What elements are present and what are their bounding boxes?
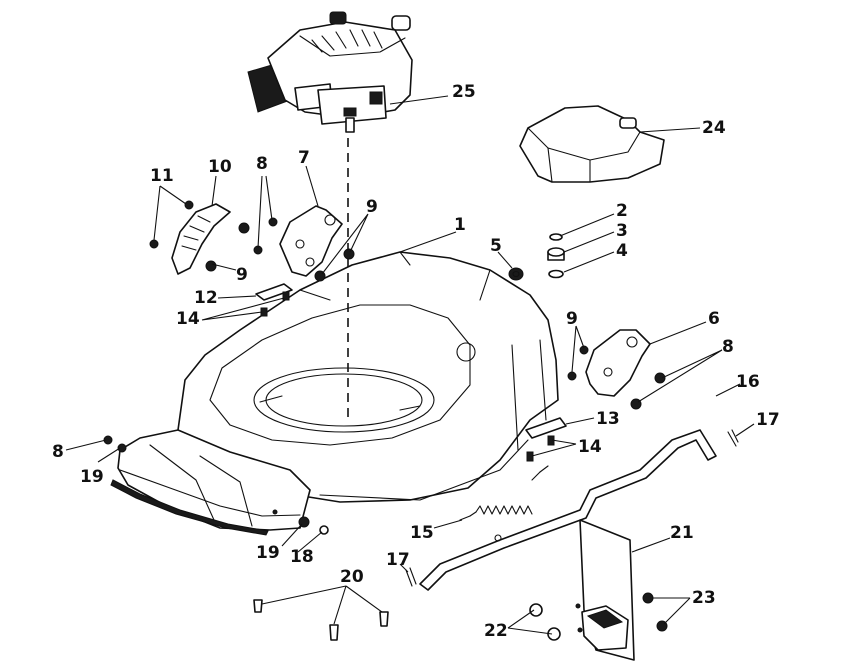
callout-18: 18 [290,547,314,567]
callout-11: 11 [150,166,174,186]
callout-8-right: 8 [722,337,734,357]
pin-part-17b[interactable] [405,567,417,587]
nut-part-22[interactable] [529,603,561,641]
callout-14-left: 14 [176,309,200,329]
nut-part-3[interactable] [547,247,565,261]
plate-part-12[interactable] [255,283,293,317]
leader-lines [65,95,755,635]
deck-front-skirt [110,429,529,536]
hinge-plate-part-13[interactable] [525,417,567,462]
callout-9-top: 9 [366,197,378,217]
callout-8-left: 8 [256,154,268,174]
callout-12: 12 [194,288,218,308]
callout-1: 1 [454,215,466,235]
callout-13: 13 [596,409,620,429]
callout-24: 24 [702,118,726,138]
callout-4: 4 [616,241,628,261]
spring-part-15[interactable] [459,465,549,521]
callout-25: 25 [452,82,476,102]
lift-lever-part-16[interactable] [419,429,717,591]
callout-16: 16 [736,372,760,392]
bolts-part-20[interactable] [253,599,389,641]
nut-part-5[interactable] [508,267,524,281]
engine-part-25[interactable] [247,11,413,133]
callout-15: 15 [410,523,434,543]
wheel-bracket-part-10[interactable] [149,200,250,275]
rear-bracket-part-6[interactable] [567,329,666,410]
callout-20: 20 [340,567,364,587]
callout-17-right: 17 [756,410,780,430]
callout-8-left-edge: 8 [52,442,64,462]
callout-9-left: 9 [236,265,248,285]
callout-22: 22 [484,621,508,641]
callout-17-bottom: 17 [386,550,410,570]
callout-6: 6 [708,309,720,329]
washer-part-2[interactable] [549,233,563,241]
callout-7: 7 [298,148,310,168]
washer-part-4[interactable] [548,269,564,279]
callout-5: 5 [490,236,502,256]
callout-2: 2 [616,201,628,221]
callout-21: 21 [670,523,694,543]
callout-9-right: 9 [566,309,578,329]
pin-part-17a[interactable] [727,429,739,447]
rear-flap-part-24[interactable] [519,105,665,183]
callout-14-right: 14 [578,437,602,457]
nut-part-23[interactable] [642,592,668,632]
callout-3: 3 [616,221,628,241]
rear-guard-part-21[interactable] [575,519,635,661]
callout-19-bottom: 19 [256,543,280,563]
callout-10: 10 [208,157,232,177]
callout-23: 23 [692,588,716,608]
height-bracket-part-7[interactable] [253,205,355,282]
callout-labels: 25 24 1 2 3 4 5 6 7 8 9 10 11 9 12 14 9 … [52,82,780,641]
callout-19-left: 19 [80,467,104,487]
